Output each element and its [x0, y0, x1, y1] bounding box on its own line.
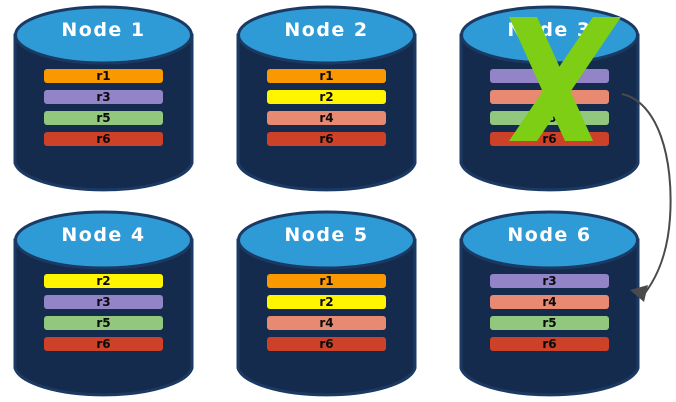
replica-row[interactable]: r1 [267, 69, 386, 83]
replica-row[interactable]: r4 [267, 111, 386, 125]
curved-arrow-icon [621, 93, 672, 302]
replica-row[interactable]: r5 [490, 316, 609, 330]
replica-row[interactable]: r5 [44, 316, 163, 330]
replica-row[interactable]: r4 [267, 316, 386, 330]
replica-row[interactable]: r1 [44, 69, 163, 83]
node-cylinder-2[interactable]: Node 2 r1 r2 r4 r6 [236, 5, 417, 193]
replica-row[interactable]: r1 [267, 274, 386, 288]
replica-row[interactable]: r6 [44, 337, 163, 351]
replica-row[interactable]: r6 [44, 132, 163, 146]
replica-row[interactable]: r6 [267, 337, 386, 351]
node-cylinder-6[interactable]: Node 6 r3 r4 r5 r6 [459, 210, 640, 398]
replica-row[interactable]: r2 [267, 295, 386, 309]
replica-row-list: r1 r3 r5 r6 [44, 69, 163, 146]
replica-row[interactable]: r3 [490, 69, 609, 83]
replica-row[interactable]: r6 [490, 337, 609, 351]
node-cylinder-4[interactable]: Node 4 r2 r3 r5 r6 [13, 210, 194, 398]
node-cylinder-5[interactable]: Node 5 r1 r2 r4 r6 [236, 210, 417, 398]
replica-row[interactable]: r6 [267, 132, 386, 146]
replica-row[interactable]: r3 [490, 274, 609, 288]
replica-row[interactable]: r2 [267, 90, 386, 104]
replica-row[interactable]: r2 [44, 274, 163, 288]
replica-row[interactable]: r5 [44, 111, 163, 125]
replica-row[interactable]: r6 [490, 132, 609, 146]
replica-row[interactable]: r3 [44, 295, 163, 309]
replica-row[interactable]: r5 [490, 111, 609, 125]
node-cylinder-1[interactable]: Node 1 r1 r3 r5 r6 [13, 5, 194, 193]
replica-row[interactable]: r4 [490, 295, 609, 309]
replica-row[interactable]: r4 [490, 90, 609, 104]
replica-row-list: r1 r2 r4 r6 [267, 274, 386, 351]
replica-row-list: r3 r4 r5 r6 [490, 274, 609, 351]
replica-row-list: r1 r2 r4 r6 [267, 69, 386, 146]
replica-row-list: r2 r3 r5 r6 [44, 274, 163, 351]
replica-row[interactable]: r3 [44, 90, 163, 104]
replica-row-list: r3 r4 r5 r6 [490, 69, 609, 146]
